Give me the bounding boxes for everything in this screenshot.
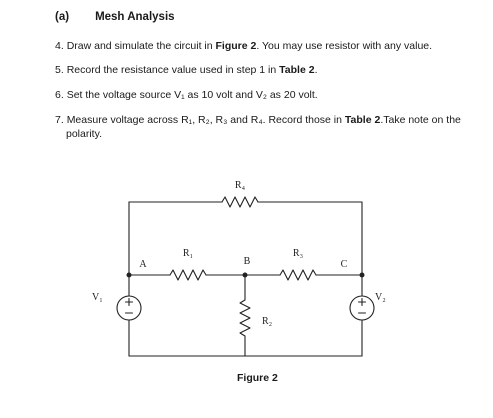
step-text-end: . [314, 64, 318, 76]
step-text-end: .Take note on the [380, 114, 461, 126]
label-r3: R₃ [293, 248, 303, 259]
step-figure-ref: Figure 2 [215, 40, 257, 52]
step-text: Record the resistance value used in step… [66, 64, 277, 76]
v1-plus-sign [124, 297, 134, 307]
voltage-source-v2 [349, 295, 375, 321]
step-text-end: . You may use resistor with any value. [256, 40, 433, 52]
instruction-step-6: 6. Set the voltage source V₁ as 10 volt … [55, 88, 318, 102]
label-r1: R₁ [183, 248, 193, 259]
v2-plus-sign [357, 297, 367, 307]
label-r2: R₂ [262, 316, 272, 327]
step-number: 5. [55, 64, 64, 76]
node-c-dot [359, 272, 365, 278]
step-text: Set the voltage source V₁ as 10 volt and… [66, 89, 318, 101]
step-text: Draw and simulate the circuit in [66, 40, 213, 52]
step-table-ref: Table 2 [344, 114, 381, 126]
step-number: 4. [55, 40, 64, 52]
instruction-step-7: 7. Measure voltage across R₁, R₂, R₃ and… [55, 113, 461, 141]
resistor-r3 [279, 269, 317, 281]
label-node-b: B [244, 256, 251, 267]
label-v1: V₁ [92, 292, 103, 303]
voltage-source-v1 [116, 295, 142, 321]
resistor-r1 [169, 269, 207, 281]
step-table-ref: Table 2 [279, 64, 315, 76]
label-node-a: A [139, 259, 147, 270]
label-v2: V₂ [375, 292, 386, 303]
figure-caption: Figure 2 [237, 372, 278, 384]
step-number: 7. [55, 114, 64, 126]
instruction-step-5: 5. Record the resistance value used in s… [55, 63, 317, 77]
label-r4: R₄ [235, 180, 246, 191]
resistor-r4 [221, 196, 259, 208]
instruction-step-4: 4. Draw and simulate the circuit in Figu… [55, 39, 432, 53]
node-b-dot [242, 272, 248, 278]
section-heading: (a) Mesh Analysis [55, 11, 175, 23]
section-title: Mesh Analysis [95, 11, 175, 23]
label-node-c: C [341, 259, 348, 270]
resistor-r2 [239, 299, 251, 337]
section-label: (a) [55, 11, 70, 23]
step-text: Measure voltage across R₁, R₂, R₃ and R₄… [66, 114, 342, 126]
step-text-continued: polarity. [66, 128, 102, 140]
step-number: 6. [55, 89, 64, 101]
node-a-dot [126, 272, 132, 278]
